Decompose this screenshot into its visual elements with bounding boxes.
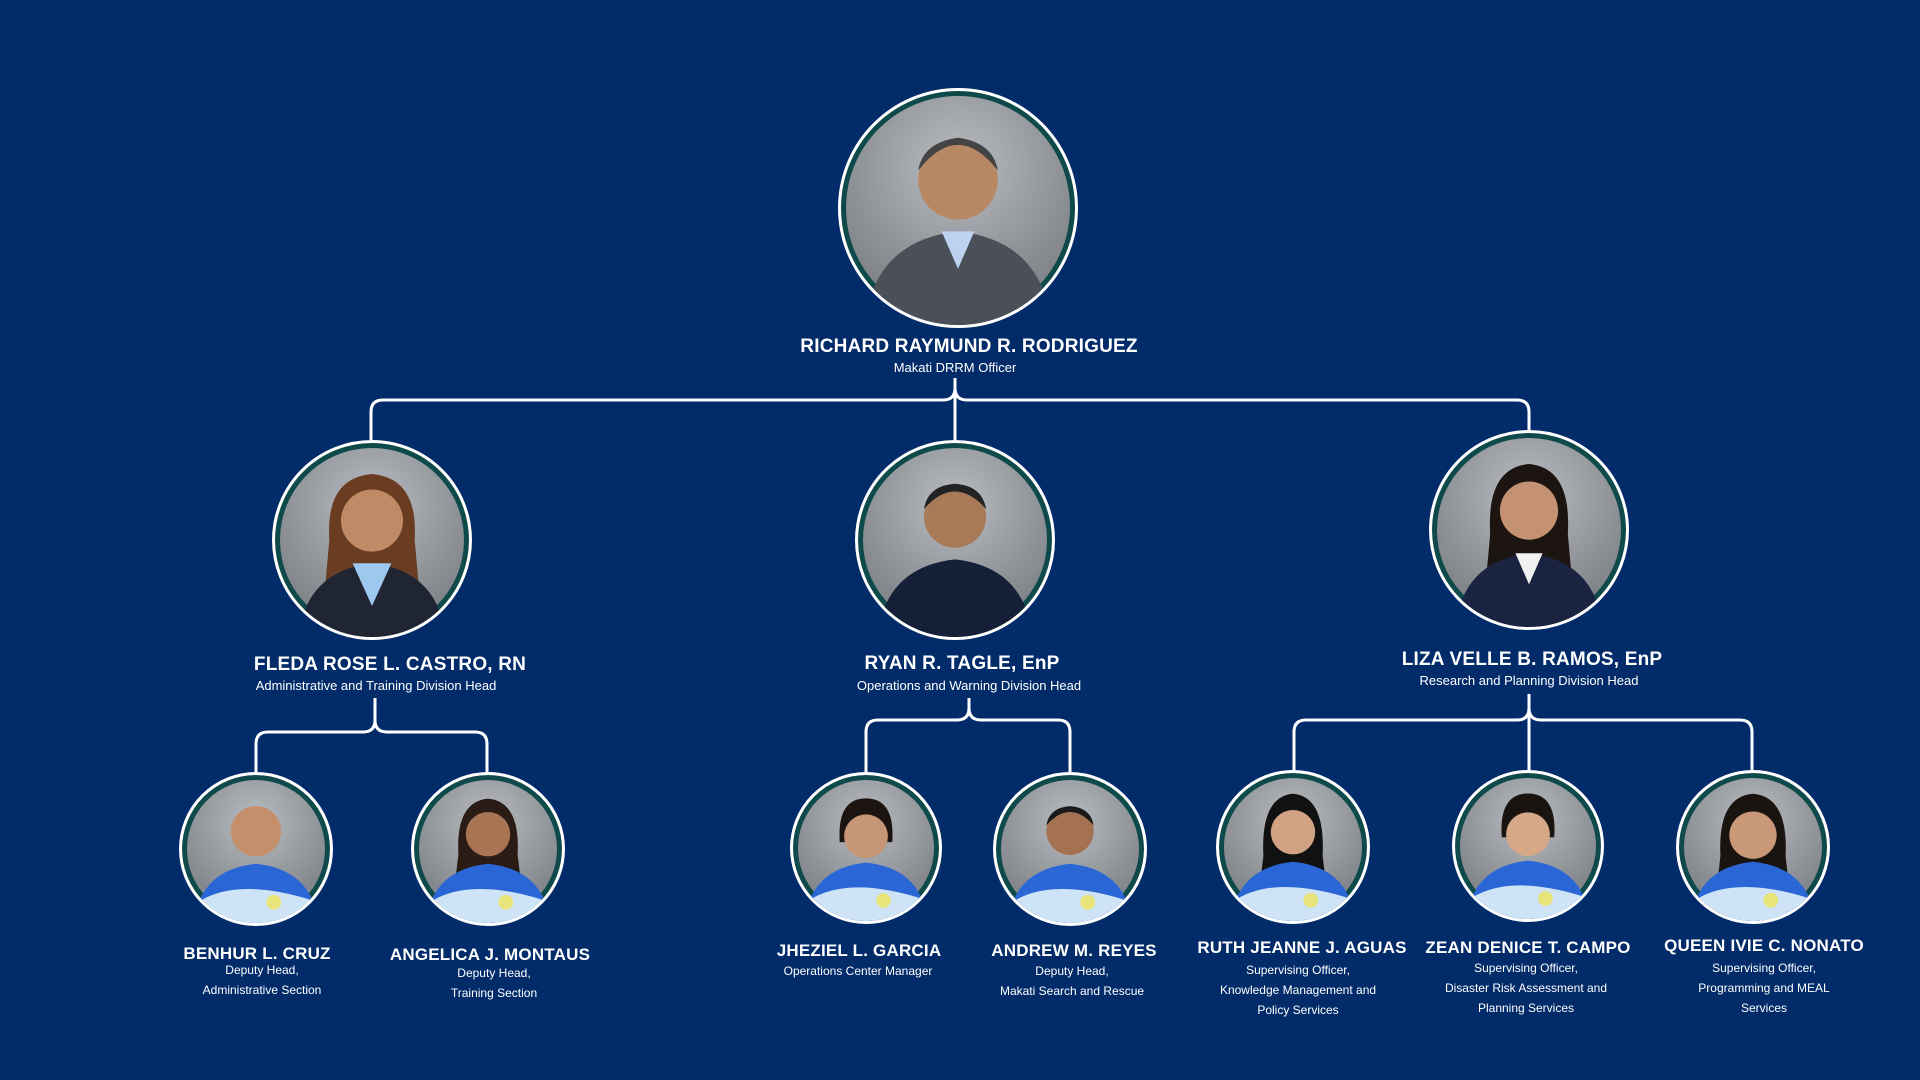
head-title: Makati DRRM Officer [893,360,1017,375]
staff-garcia-name: JHEZIEL L. GARCIA [776,941,942,960]
photo-campo [1452,770,1604,922]
photo-montaus [411,772,565,926]
staff-montaus-name: ANGELICA J. MONTAUS [389,945,591,964]
connector-admin-division [254,698,489,772]
head-name: RICHARD RAYMUND R. RODRIGUEZ [800,336,1138,357]
person-portrait-icon [1230,793,1356,921]
photo-reyes [993,772,1147,926]
person-portrait-icon [864,137,1052,325]
staff-montaus-title: Deputy Head, Training Section [450,966,538,1000]
division-3-head-name: LIZA VELLE B. RAMOS, EnP [1401,649,1663,670]
person-portrait-icon [1455,464,1603,627]
division-1-head-name: FLEDA ROSE L. CASTRO, RN [253,654,527,675]
staff-reyes-title: Deputy Head, Makati Search and Rescue [999,964,1145,998]
division-2-head-name: RYAN R. TAGLE, EnP [864,653,1060,674]
photo-castro [272,440,472,640]
staff-aguas-name: RUTH JEANNE J. AGUAS [1197,938,1407,957]
staff-cruz-title: Deputy Head, Administrative Section [202,963,322,997]
staff-campo-title: Supervising Officer, Disaster Risk Asses… [1444,961,1608,1015]
staff-reyes-name: ANDREW M. REYES [991,941,1157,960]
photo-cruz [179,772,333,926]
photo-garcia [790,772,942,924]
connector-research-division [1292,694,1754,772]
person-portrait-icon [425,798,551,923]
photo-ramos [1429,430,1629,630]
person-portrait-icon [1466,793,1590,919]
division-1-head-title: Administrative and Training Division Hea… [255,678,497,693]
staff-campo-name: ZEAN DENICE T. CAMPO [1425,938,1631,957]
division-3-head-title: Research and Planning Division Head [1419,673,1639,688]
person-portrait-icon [1690,793,1816,921]
staff-cruz-name: BENHUR L. CRUZ [183,944,331,963]
photo-tagle [855,440,1055,640]
person-portrait-icon [804,798,928,921]
person-portrait-icon [298,474,446,637]
staff-nonato-name: QUEEN IVIE C. NONATO [1664,936,1864,955]
staff-aguas-title: Supervising Officer, Knowledge Managemen… [1219,963,1377,1017]
staff-garcia-title: Operations Center Manager [783,964,933,978]
photo-aguas [1216,770,1370,924]
person-portrait-icon [193,806,319,923]
person-portrait-icon [1007,806,1133,923]
photo-nonato [1676,770,1830,924]
person-portrait-icon [877,483,1033,637]
connector-head-to-divisions [369,378,1531,440]
photo-rodriguez [838,88,1078,328]
staff-nonato-title: Supervising Officer, Programming and MEA… [1698,961,1830,1015]
division-2-head-title: Operations and Warning Division Head [856,678,1082,693]
connector-operations-division [864,698,1072,772]
